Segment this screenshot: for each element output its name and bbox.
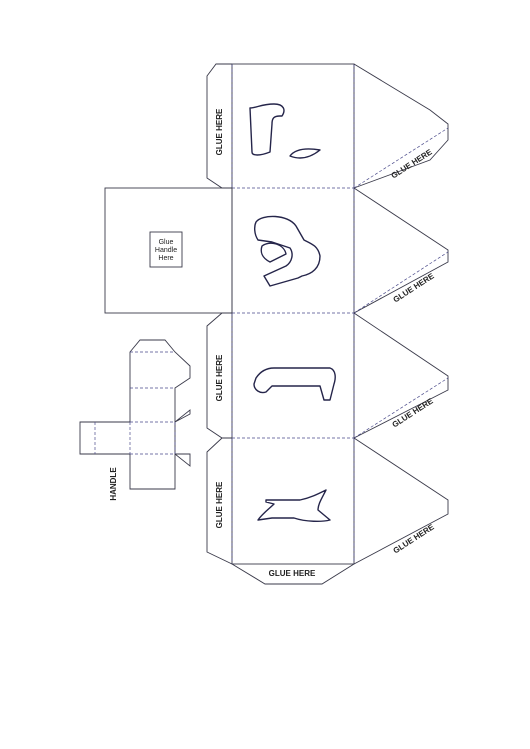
glue-label-bottom: GLUE HERE bbox=[269, 569, 316, 578]
shin-letter bbox=[249, 103, 321, 159]
glue-handle-label-3: Here bbox=[158, 255, 173, 262]
gimel-letter bbox=[253, 215, 321, 287]
triangle-fold-1 bbox=[353, 127, 449, 189]
glue-label-tri-4: GLUE HERE bbox=[392, 522, 437, 555]
triangle-tab-4 bbox=[353, 437, 449, 565]
triangle-fold-3 bbox=[353, 377, 449, 439]
triangle-tab-1 bbox=[353, 63, 449, 189]
glue-handle-box bbox=[149, 231, 183, 268]
left-tab-face4 bbox=[206, 437, 233, 565]
top-square-panel bbox=[104, 187, 233, 314]
triangle-tab-2 bbox=[353, 187, 449, 314]
handle-label: HANDLE bbox=[109, 467, 118, 501]
dreidel-body bbox=[231, 63, 355, 565]
glue-label-left-3: GLUE HERE bbox=[215, 354, 224, 401]
triangle-tab-3 bbox=[353, 312, 449, 439]
bottom-glue-tab bbox=[231, 563, 355, 585]
glue-label-left-4: GLUE HERE bbox=[215, 481, 224, 528]
glue-handle-label-2: Handle bbox=[155, 247, 177, 254]
glue-label-tri-3: GLUE HERE bbox=[391, 396, 436, 429]
right-pyramid-triangles bbox=[353, 63, 449, 565]
nun-letter bbox=[257, 489, 331, 523]
faces-column-outline bbox=[231, 63, 355, 565]
glue-handle-label-1: Glue bbox=[159, 239, 174, 246]
glue-label-left-1: GLUE HERE bbox=[215, 108, 224, 155]
glue-label-tri-2: GLUE HERE bbox=[392, 271, 437, 304]
top-square-outline bbox=[104, 187, 233, 314]
glue-label-tri-1: GLUE HERE bbox=[390, 147, 435, 180]
handle-outline bbox=[79, 339, 191, 490]
hey-letter bbox=[253, 367, 336, 401]
handle-piece bbox=[79, 339, 191, 490]
triangle-fold-2 bbox=[353, 251, 449, 314]
